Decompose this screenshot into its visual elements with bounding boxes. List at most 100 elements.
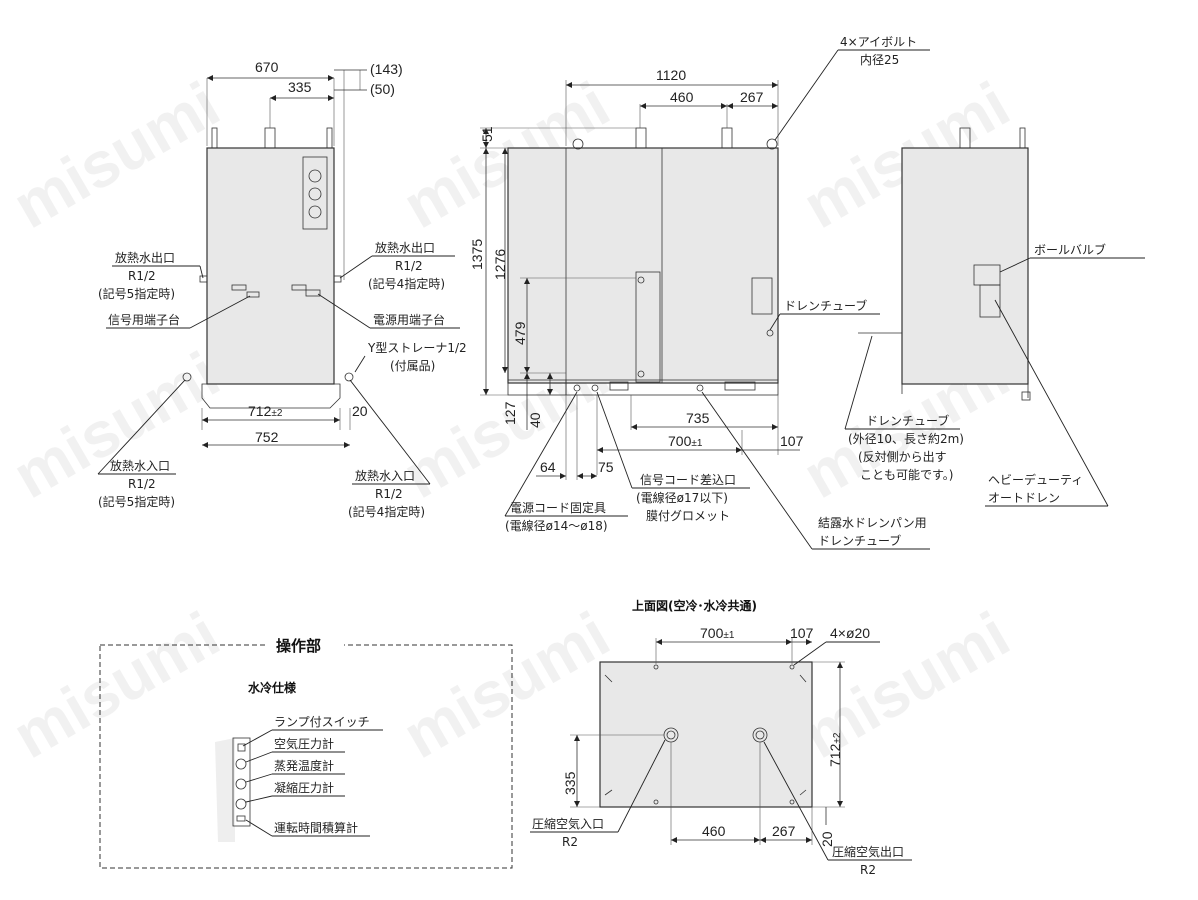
dim-267: 267 [740, 89, 764, 105]
label-inlet-right: 放熱水入口 [355, 468, 415, 483]
strainer-left [182, 372, 192, 382]
power-terminal-block [305, 289, 321, 297]
dim-20: 20 [352, 403, 368, 419]
label-outlet-right: 放熱水出口 [375, 240, 435, 255]
dim-top-267: 267 [772, 823, 796, 839]
label-eyebolt: 4×アイボルト [840, 35, 917, 49]
front-view: 1120 460 267 51 1375 1276 479 127 40 735… [469, 35, 930, 550]
dim-1120: 1120 [656, 67, 686, 83]
dim-75: 75 [598, 459, 614, 475]
label-signal-entry-size: (電線径ø17以下) [636, 490, 728, 505]
front-panel [635, 271, 661, 383]
op-item-hour-meter: 運転時間積算計 [274, 820, 358, 835]
unit-base [201, 383, 341, 409]
strainer-right [344, 372, 354, 382]
dim-712: 712±2 [248, 403, 283, 419]
label-strainer-note: (付属品) [390, 359, 435, 373]
dim-127: 127 [502, 401, 518, 425]
signal-terminal-block [246, 291, 260, 298]
label-power-fix: 電源コード固定具 [510, 500, 606, 515]
label-inlet-left-size: R1/2 [128, 477, 156, 491]
watermark-text: misumi [1, 598, 231, 772]
dashed-frame [99, 644, 513, 869]
label-signal-entry-type: 膜付グロメット [646, 509, 730, 523]
label-strainer: Y型ストレーナ1/2 [367, 341, 467, 355]
gauge-icon [235, 798, 247, 810]
dim-735: 735 [686, 410, 710, 426]
operation-title: 操作部 [276, 637, 321, 655]
op-item-air-pressure: 空気圧力計 [274, 736, 334, 751]
operation-panel-drawing [232, 737, 251, 827]
top-view: 上面図(空冷･水冷共通) 700±1 107 4×ø20 712±2 335 [530, 598, 912, 877]
watermark-text: misumi [791, 598, 1021, 772]
label-drain-tube-side: ドレンチューブ [866, 413, 949, 428]
auto-drain [751, 277, 773, 315]
label-outlet-left-note: (記号5指定時) [98, 286, 175, 301]
hour-meter-icon [236, 815, 246, 822]
dim-50: (50) [370, 81, 395, 97]
dim-460: 460 [670, 89, 694, 105]
eyebolt-icon [766, 138, 778, 150]
dim-752: 752 [255, 429, 279, 445]
dim-479: 479 [512, 321, 528, 345]
label-inlet-left: 放熱水入口 [110, 458, 170, 473]
outlet-port-right [333, 275, 342, 283]
left-side-view: 670 335 (143) (50) 712±2 20 752 放熱水出口 R1… [97, 59, 467, 519]
dim-top-107: 107 [790, 625, 814, 641]
power-terminal [291, 284, 307, 291]
label-air-inlet-size: R2 [562, 835, 578, 849]
label-ball-valve: ボールバルブ [1034, 242, 1106, 257]
label-auto-drain: ヘビーデューティ [988, 472, 1083, 487]
heavy-duty-drain [979, 284, 1001, 318]
watermark-text: misumi [1, 338, 231, 512]
eyebolt-left [211, 127, 218, 149]
unit-body-left [206, 147, 335, 385]
dim-51: 51 [479, 126, 495, 142]
gauge-icon [308, 187, 322, 201]
label-drain-tube-front: ドレンチューブ [784, 298, 867, 313]
unit-body-front [507, 147, 779, 384]
gauge-icon [308, 205, 322, 219]
label-inlet-left-note: (記号5指定時) [98, 494, 175, 509]
label-signal-entry: 信号コード差込口 [640, 473, 736, 487]
signal-terminal [231, 284, 247, 291]
gauge-icon [308, 169, 322, 183]
label-inlet-right-note: (記号4指定時) [348, 504, 425, 519]
dim-top-20: 20 [819, 831, 835, 847]
label-power-terminal: 電源用端子台 [373, 312, 445, 327]
label-eyebolt-size: 内径25 [860, 53, 899, 67]
label-drain-tube-spec: (外径10、長さ約2m) [848, 431, 964, 446]
right-side-view: ボールバルブ ドレンチューブ (外径10、長さ約2m) (反対側から出す ことも… [844, 127, 1145, 507]
label-drain-tube-note2: ことも可能です。) [860, 468, 953, 482]
label-drainpan: 結露水ドレンパン用 [818, 516, 927, 530]
operation-panel-box: 操作部 水冷仕様 ランプ付スイッチ 空気圧力計 蒸発温度計 凝縮圧力計 運転時間… [99, 633, 513, 869]
dim-top-335: 335 [562, 771, 578, 795]
dim-top-holes: 4×ø20 [830, 625, 870, 641]
label-outlet-right-note: (記号4指定時) [368, 276, 445, 291]
gauge-icon [235, 758, 247, 770]
dim-670: 670 [255, 59, 279, 75]
unit-body-top [599, 661, 813, 808]
label-outlet-left: 放熱水出口 [115, 250, 175, 265]
label-drainpan-tube: ドレンチューブ [818, 533, 901, 548]
dim-335: 335 [288, 79, 312, 95]
dim-top-700: 700±1 [700, 625, 735, 641]
eyebolt-right [326, 127, 333, 149]
dim-1375: 1375 [469, 239, 485, 270]
label-auto-drain-2: オートドレン [988, 491, 1060, 505]
eyebolt-icon [572, 138, 584, 150]
label-inlet-right-size: R1/2 [375, 487, 403, 501]
label-air-inlet: 圧縮空気入口 [532, 816, 604, 831]
dim-700: 700±1 [668, 433, 703, 449]
air-port-in [635, 127, 647, 149]
lamp-switch-icon [237, 743, 246, 752]
outlet-port-left [199, 275, 208, 283]
gauge-icon [235, 778, 247, 790]
dim-40: 40 [527, 412, 543, 428]
dim-1276: 1276 [492, 249, 508, 280]
top-view-title: 上面図(空冷･水冷共通) [632, 598, 757, 613]
port-top-right [959, 127, 971, 149]
dim-143: (143) [370, 61, 403, 77]
air-port-out [721, 127, 733, 149]
